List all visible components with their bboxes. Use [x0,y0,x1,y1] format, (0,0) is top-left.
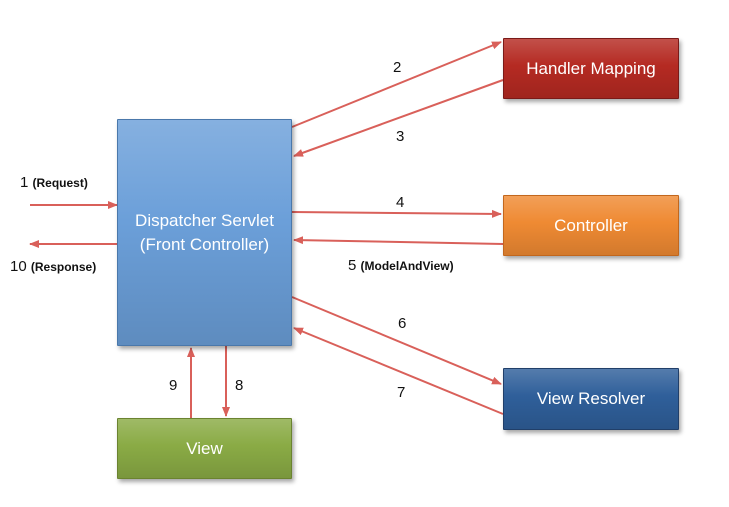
label-1-number: 1 [20,174,29,191]
label-5-number: 5 [348,257,357,274]
controller-box: Controller [503,195,679,256]
view-box: View [117,418,292,479]
arrow-7-from-resolver [293,327,504,415]
dispatcher-servlet-box: Dispatcher Servlet (Front Controller) [117,119,292,346]
view-resolver-box: View Resolver [503,368,679,430]
arrow-6-to-resolver [291,296,502,385]
handler-mapping-box: Handler Mapping [503,38,679,99]
arrow-2-to-handler [291,41,502,128]
label-10-response: 10 (Response) [10,258,96,276]
label-6: 6 [398,315,407,332]
label-5-text: (ModelAndView) [360,259,454,273]
label-9: 9 [169,377,178,394]
label-3: 3 [396,128,405,145]
label-2: 2 [393,59,402,76]
label-1-request: 1 (Request) [20,174,88,192]
label-4: 4 [396,194,405,211]
label-5-modelandview: 5 (ModelAndView) [348,257,454,275]
label-10-number: 10 [10,258,27,275]
arrow-3-from-handler [293,79,504,157]
label-10-text: (Response) [30,260,97,274]
label-8: 8 [235,377,244,394]
label-1-text: (Request) [32,176,88,190]
arrow-5-from-controller [293,236,504,245]
arrow-4-to-controller [291,209,502,218]
label-7: 7 [397,384,406,401]
